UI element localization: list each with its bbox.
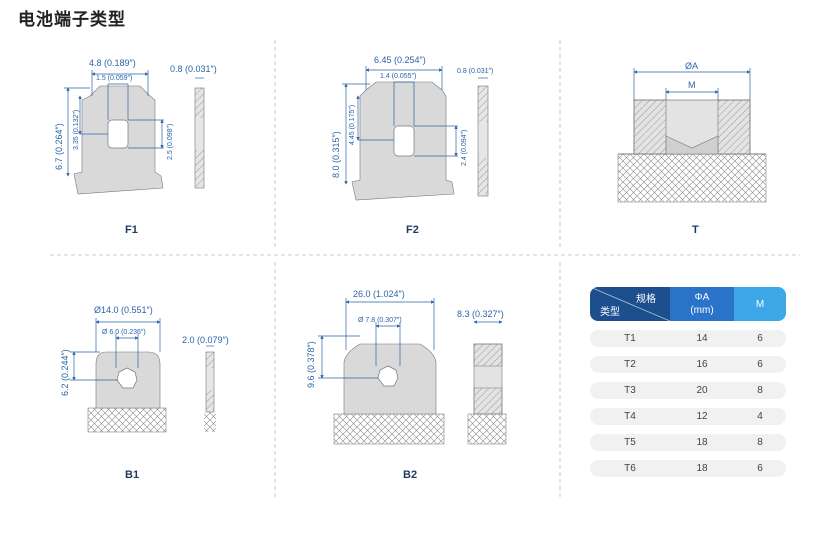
b2-base xyxy=(333,413,445,445)
table-row: T6 18 6 xyxy=(590,460,786,477)
f2-label: F2 xyxy=(406,224,419,236)
diagram-b2: 26.0 (1.024″) Ø 7.8 (0.307″) 9.6 (0.378″… xyxy=(306,289,507,481)
f1-hole-h-dim: 2.5 (0.098″) xyxy=(167,124,174,160)
f1-hole xyxy=(107,119,129,149)
f2-hole-pos-dim: 4.45 (0.175″) xyxy=(349,105,356,145)
b1-hole xyxy=(116,367,138,389)
b1-thickness-dim: 2.0 (0.079″) xyxy=(182,335,229,345)
b2-hole-dim: Ø 7.8 (0.307″) xyxy=(358,317,402,324)
t-label: T xyxy=(692,224,699,236)
b2-width-dim: 26.0 (1.024″) xyxy=(353,289,405,299)
t-outer-dim: ØA xyxy=(685,61,698,71)
grid-separators xyxy=(50,40,800,500)
f2-hole-h-dim: 2.4 (0.094″) xyxy=(461,130,468,166)
b2-hole xyxy=(377,365,399,387)
t-thread-dim: M xyxy=(688,80,696,90)
table-row: T2 16 6 xyxy=(590,356,786,373)
diagram-t: ØA M T xyxy=(617,61,767,236)
table-header: 规格 类型 ΦA (mm) M xyxy=(590,287,786,321)
f2-thickness-dim: 0.8 (0.031″) xyxy=(457,68,493,75)
diagram-b1: Ø14.0 (0.551″) Ø 6.0 (0.236″) 6.2 (0.244… xyxy=(60,305,229,481)
page-title: 电池端子类型 xyxy=(18,10,126,29)
f2-hole-w-dim: 1.4 (0.055″) xyxy=(380,73,416,80)
b1-height-dim: 6.2 (0.244″) xyxy=(60,349,70,396)
t-base xyxy=(617,153,767,203)
header-col-m: M xyxy=(734,287,786,321)
header-col-a: ΦA (mm) xyxy=(670,287,734,321)
b2-thickness-dim: 8.3 (0.327″) xyxy=(457,309,504,319)
table-row: T1 14 6 xyxy=(590,330,786,347)
table-row: T5 18 8 xyxy=(590,434,786,451)
b1-dia-dim: Ø14.0 (0.551″) xyxy=(94,305,153,315)
f1-label: F1 xyxy=(125,224,138,236)
f2-width-dim: 6.45 (0.254″) xyxy=(374,55,426,65)
b1-hole-dim: Ø 6.0 (0.236″) xyxy=(102,329,146,336)
header-type-label: 类型 xyxy=(600,307,620,318)
f1-thickness-dim: 0.8 (0.031″) xyxy=(170,64,217,74)
f2-hole xyxy=(393,125,415,157)
b2-height-dim: 9.6 (0.378″) xyxy=(306,341,316,388)
diagram-f1: 4.8 (0.189″) 1.5 (0.059″) 6.7 (0.264″) 3… xyxy=(54,58,217,236)
f1-hole-pos-dim: 3.35 (0.132″) xyxy=(73,110,80,150)
diagram-f2: 6.45 (0.254″) 1.4 (0.055″) 8.0 (0.315″) … xyxy=(331,55,493,236)
spec-table: 规格 类型 ΦA (mm) M T1 14 6 T2 16 6 T3 20 8 … xyxy=(590,287,786,477)
b1-base xyxy=(87,407,167,433)
f1-height-dim: 6.7 (0.264″) xyxy=(54,123,64,170)
f1-hole-w-dim: 1.5 (0.059″) xyxy=(96,75,132,82)
b2-label: B2 xyxy=(403,469,417,481)
table-header-diagonal-cell: 规格 类型 xyxy=(590,287,670,321)
f2-height-dim: 8.0 (0.315″) xyxy=(331,131,341,178)
f1-width-dim: 4.8 (0.189″) xyxy=(89,58,136,68)
table-row: T3 20 8 xyxy=(590,382,786,399)
header-spec-label: 规格 xyxy=(636,294,656,305)
b1-label: B1 xyxy=(125,469,139,481)
table-row: T4 12 4 xyxy=(590,408,786,425)
